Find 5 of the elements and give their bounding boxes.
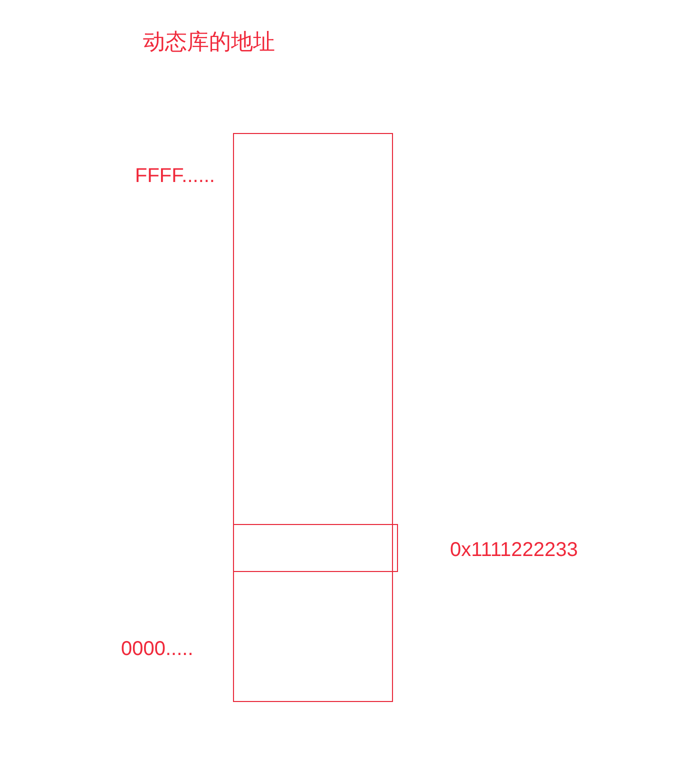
address-label: 0000..... [121, 637, 194, 661]
memory-bar [233, 133, 393, 702]
address-label: FFFF...... [135, 164, 215, 188]
title: 动态库的地址 [143, 29, 275, 56]
address-label: 0x1111222233 [450, 538, 578, 562]
